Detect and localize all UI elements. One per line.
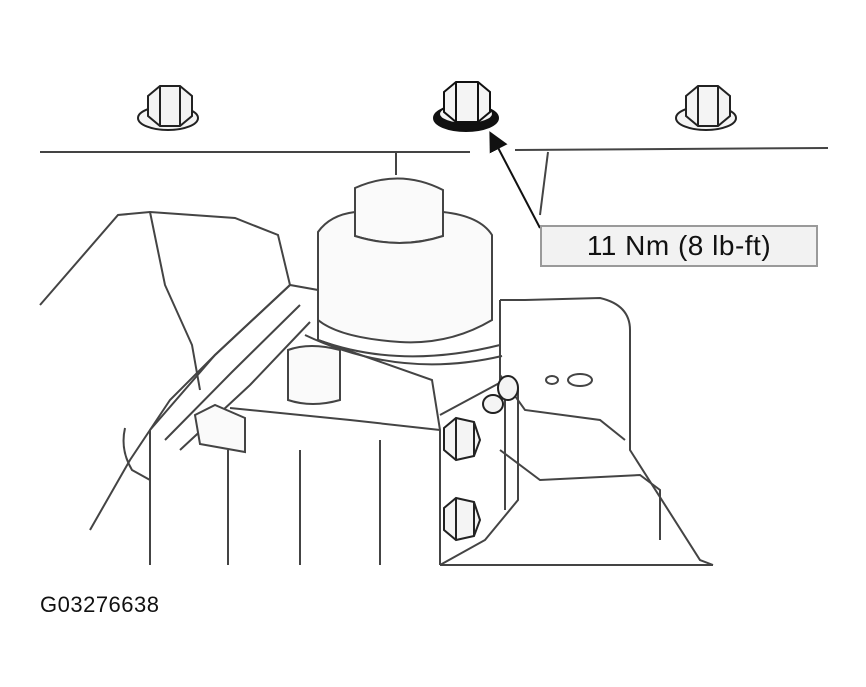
hex-bolt-icon [443,496,482,542]
torque-spec-label: 11 Nm (8 lb-ft) [540,225,818,267]
boss-cylinder [287,345,341,405]
hex-flange-nut-icon [675,85,737,131]
right-bracket [500,296,714,566]
hex-flange-nut-icon [433,81,499,132]
housing-body [149,283,441,565]
hex-bolt-icon [443,416,482,462]
cylinder-upper [354,177,444,244]
torque-leader-arrow [489,131,541,229]
hex-flange-nut-icon [137,85,199,131]
figure-id: G03276638 [40,592,160,617]
small-bolt-icon [482,375,519,414]
mounting-plate-edge-right [514,147,829,151]
left-bracket [39,210,292,531]
cylinder-lower [317,210,493,344]
